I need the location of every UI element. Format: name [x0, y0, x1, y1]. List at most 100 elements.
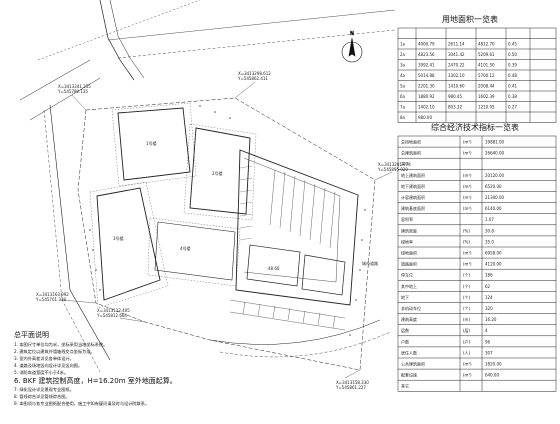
area-table-cell: 5a — [400, 84, 406, 89]
indicator-table-cell: (m²) — [463, 173, 472, 178]
design-notes: 总平面说明 1. 本图尺寸单位均为米，坐标采用当地坐标系统。 2. 建筑定位以建… — [14, 330, 177, 407]
area-table-cell: 3302.10 — [448, 73, 465, 78]
indicator-table-title: 综合经济技术指标一览表 — [431, 122, 519, 132]
area-table-cell: 6a — [400, 94, 406, 99]
indicator-table-cell: 层数 — [401, 327, 409, 333]
svg-text:Y=545862.411: Y=545862.411 — [237, 76, 268, 81]
area-table-cell: 980.00 — [418, 115, 432, 120]
area-table-cell: 2611.14 — [448, 42, 465, 47]
svg-text:5. 消防车道宽度不小于4米。: 5. 消防车道宽度不小于4米。 — [14, 369, 68, 376]
indicator-table-cell: (m²) — [463, 184, 472, 189]
indicator-table-cell: 320 — [485, 306, 493, 311]
indicator-table-cell: 640.00 — [485, 373, 499, 378]
indicator-table-cell: 建筑基底面积 — [401, 205, 425, 211]
area-table-cell: 2008.44 — [478, 84, 495, 89]
building-1 — [111, 102, 197, 187]
indicator-table-cell: 21300.00 — [485, 195, 505, 200]
svg-text:X=3413341.255: X=3413341.255 — [58, 84, 91, 89]
indicator-table-cell: (个) — [463, 273, 471, 278]
indicator-table-cell: 1.07 — [485, 217, 494, 222]
area-table-cell: 4a — [400, 73, 406, 78]
road-label: 城市道路 — [362, 260, 378, 266]
area-table-cell: 4812.70 — [478, 42, 495, 47]
svg-text:X=3413201.774: X=3413201.774 — [378, 162, 411, 167]
svg-text:2. 建筑定位以建筑外墙轴线交点坐标为准。: 2. 建筑定位以建筑外墙轴线交点坐标为准。 — [14, 348, 95, 355]
site-plan — [19, 0, 396, 379]
building-2 — [183, 123, 257, 221]
svg-text:Y=545780.135: Y=545780.135 — [57, 89, 88, 94]
area-table-cell: 8a — [400, 115, 406, 120]
indicator-table-cell: 配套设施 — [401, 372, 417, 378]
bldg-label-1: 1号楼 — [146, 140, 157, 146]
area-table-cell: 2470.22 — [448, 63, 465, 68]
indicator-table-cell: 4 — [485, 328, 488, 333]
indicator-table-cell: 地下 — [401, 294, 409, 300]
svg-text:8. 管线综合详见管线综合图。: 8. 管线综合详见管线综合图。 — [14, 393, 70, 400]
indicator-table-cell: 其中地上 — [401, 283, 417, 289]
area-table-cell: 0.41 — [508, 84, 517, 89]
area-table-cell: 803.32 — [448, 105, 462, 110]
area-table-cell: 0.50 — [508, 52, 517, 57]
indicator-table-cell: (人) — [463, 350, 471, 355]
indicator-table-cell: (%) — [463, 228, 470, 233]
north-arrow-icon: N — [341, 31, 363, 63]
indicator-table-cell: 6958.00 — [485, 251, 502, 256]
indicator-table-cell: (%) — [463, 239, 470, 244]
indicator-table-cell: 地上建筑面积 — [401, 172, 425, 178]
indicator-table-cell: (m²) — [463, 195, 472, 200]
area-table-cell: 5700.12 — [478, 73, 495, 78]
indicator-table-cell: 30.8 — [485, 228, 494, 233]
indicator-table-cell: 35.0 — [485, 239, 494, 244]
area-table-cell: 5209.61 — [478, 52, 495, 57]
indicator-table-cell: 容积率 — [401, 216, 413, 222]
indicator-table-cell: 19881.00 — [485, 140, 505, 145]
svg-text:X=3413298.612: X=3413298.612 — [238, 71, 271, 76]
indicator-table-cell: 6520.00 — [485, 184, 502, 189]
area-table-cell: 0.39 — [508, 63, 517, 68]
indicator-table-cell: (户) — [463, 338, 471, 344]
area-table-cell: 1210.05 — [478, 105, 495, 110]
bottom-parking — [229, 299, 346, 331]
indicator-table-cell: 公共建筑面积 — [401, 361, 425, 367]
indicator-table: 综合经济技术指标一览表 总用地面积(m²)19881.00总建筑面积(m²)26… — [397, 122, 557, 392]
area-table-cell: 1880.92 — [418, 94, 435, 99]
area-table-cell: 4101.50 — [478, 63, 495, 68]
area-table-cell: 0.38 — [508, 94, 517, 99]
indicator-table-cell: 总用地面积 — [401, 139, 421, 145]
svg-text:1. 本图尺寸单位均为米，坐标采用当地坐标系统。: 1. 本图尺寸单位均为米，坐标采用当地坐标系统。 — [14, 341, 107, 348]
svg-text:X=3413158.330: X=3413158.330 — [336, 380, 369, 385]
building-complex-right — [235, 149, 359, 306]
area-table-cell: 4000.79 — [418, 42, 435, 47]
indicator-table-cell: 计容建筑面积 — [401, 194, 425, 200]
indicator-table-cell: (个) — [463, 284, 471, 289]
indicator-table-cell: 居住人数 — [401, 349, 417, 355]
indicator-table-cell: 307 — [485, 350, 493, 355]
area-table-cell: 7a — [400, 105, 406, 110]
indicator-table-cell: 1820.00 — [485, 362, 502, 367]
indicator-table-cell: 20120.00 — [485, 173, 505, 178]
svg-text:Y=545812.664: Y=545812.664 — [96, 313, 127, 318]
area-table-cell: 1410.60 — [448, 84, 465, 89]
bldg-label-2: 2号楼 — [212, 170, 223, 176]
area-table-cell: 0.48 — [508, 73, 517, 78]
svg-text:X=3413163.992: X=3413163.992 — [36, 292, 69, 297]
bldg-label-3: 3号楼 — [113, 235, 124, 241]
landscape-trees — [89, 105, 366, 336]
indicator-table-cell: 建筑高度 — [401, 316, 417, 322]
indicator-table-cell: 绿地率 — [401, 238, 413, 244]
area-table-cell: 980.45 — [448, 94, 462, 99]
indicator-table-cell: 总建筑面积 — [401, 150, 421, 156]
area-table-cell: 3041.42 — [448, 52, 465, 57]
svg-text:Y=545701.338: Y=545701.338 — [35, 297, 66, 302]
elevation-label: 48.60 — [268, 266, 280, 271]
area-table-cell: 3992.41 — [418, 63, 435, 68]
indicator-table-cell: 其中 — [401, 161, 409, 167]
svg-text:Y=545861.227: Y=545861.227 — [335, 385, 366, 390]
svg-text:4. 道路及场地竖向设计详见竖向图。: 4. 道路及场地竖向设计详见竖向图。 — [14, 362, 82, 369]
indicator-table-cell: 户数 — [401, 338, 409, 344]
area-table-cell: 2201.30 — [418, 84, 435, 89]
bldg-label-4: 4号楼 — [180, 245, 191, 251]
svg-text:6. BKF 建筑控制高度，H=16.20m 室外地面起: 6. BKF 建筑控制高度，H=16.20m 室外地面起算。 — [14, 376, 177, 385]
